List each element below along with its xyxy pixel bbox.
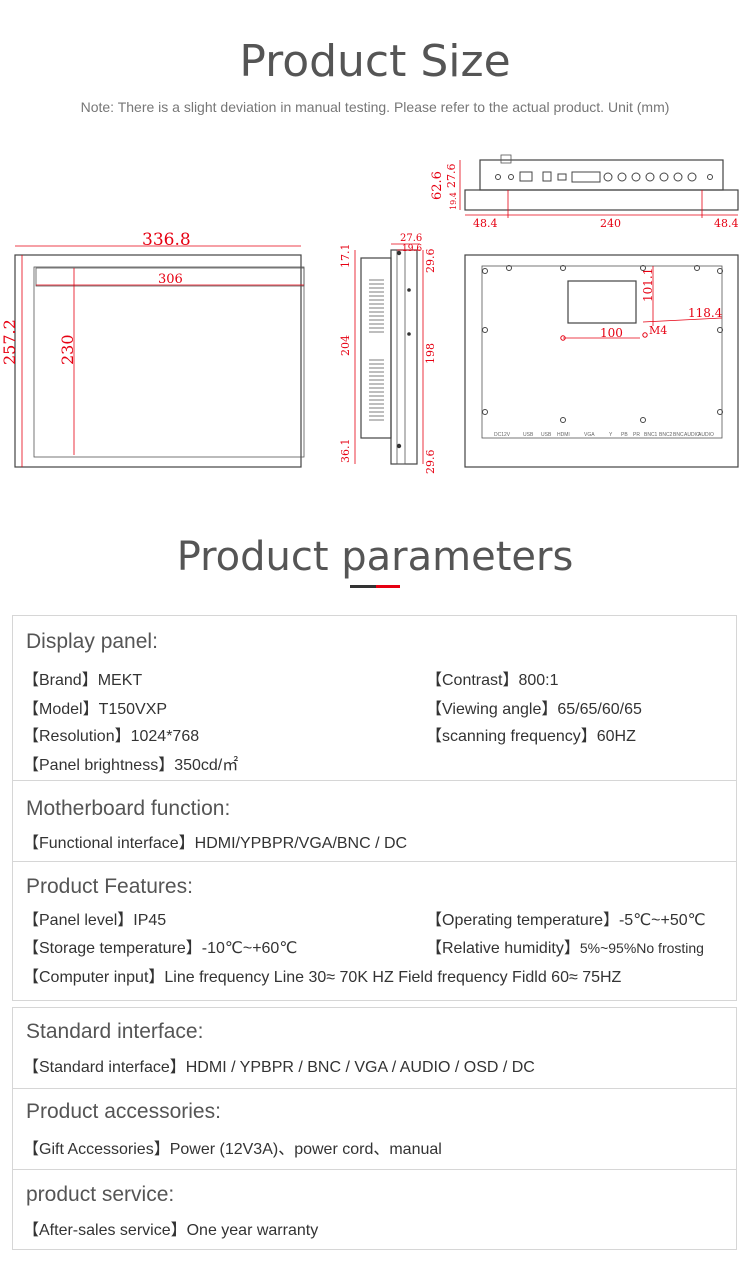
port-label-9: BNC2 [659, 432, 673, 438]
section-heading: product service: [26, 1183, 175, 1206]
dim-top-height-body: 27.6 [445, 164, 458, 189]
param-brightness: 【Panel brightness】350cd/㎡ [23, 757, 239, 774]
dim-top-height-total: 62.6 [430, 171, 445, 200]
section-product-accessories: Product accessories: 【Gift Accessories】P… [12, 1088, 737, 1170]
humidity-value: 5%~95%No frosting [579, 940, 704, 956]
dim-back-horizontal: 118.4 [688, 306, 723, 320]
dimension-drawings: 336.8 306 257.2 230 [0, 154, 739, 474]
dim-side-height-left: 204 [339, 335, 352, 356]
dim-depth-total: 27.6 [400, 233, 422, 244]
port-label-6: PB [621, 432, 628, 438]
dim-width-outer: 336.8 [142, 230, 191, 250]
underline-accent [376, 585, 400, 588]
dim-back-vertical: 101.1 [641, 268, 655, 302]
mount-hole-label: M4 [649, 324, 667, 337]
port-label-0: DC12V [494, 432, 511, 438]
section-heading: Standard interface: [26, 1020, 204, 1043]
param-resolution: 【Resolution】1024*768 [23, 728, 200, 745]
product-size-title: Product Size [239, 36, 511, 87]
section-heading: Product accessories: [26, 1100, 221, 1123]
port-label-2: USB [541, 432, 552, 438]
dim-side-height-right: 198 [424, 343, 437, 364]
param-functional-interface: 【Functional interface】HDMI/YPBPR/VGA/BNC… [23, 835, 408, 852]
param-standard-interface: 【Standard interface】HDMI / YPBPR / BNC /… [23, 1059, 535, 1076]
dim-width-inner: 306 [158, 272, 183, 287]
product-parameters-title: Product parameters [176, 534, 574, 580]
param-scanning-frequency: 【scanning frequency】60HZ [426, 728, 636, 745]
dim-top-height-bezel: 19.4 [449, 192, 458, 210]
param-brand: 【Brand】MEKT [23, 672, 143, 689]
section-display-panel: Display panel: 【Brand】MEKT 【Model】T150VX… [12, 615, 737, 781]
top-view-drawing: 48.4 240 48.4 62.6 27.6 19.4 [430, 154, 739, 230]
param-contrast: 【Contrast】800:1 [426, 672, 559, 689]
port-label-8: BNC1 [644, 432, 658, 438]
section-motherboard: Motherboard function: 【Functional interf… [12, 780, 737, 862]
measurement-note: Note: There is a slight deviation in man… [80, 99, 670, 115]
humidity-label: 【Relative humidity】 [426, 940, 580, 957]
param-computer-input: 【Computer input】Line frequency Line 30≈ … [23, 969, 622, 986]
side-view-drawing: 27.6 19.6 17.1 204 36.1 29.6 198 29.6 [339, 233, 437, 474]
param-operating-temperature: 【Operating temperature】-5℃~+50℃ [426, 912, 706, 929]
dim-height-inner: 230 [58, 334, 77, 365]
section-heading: Product Features: [26, 875, 193, 898]
dim-bottom-offset: 36.1 [339, 439, 352, 464]
param-panel-level: 【Panel level】IP45 [23, 912, 167, 929]
dim-top-offset: 17.1 [339, 244, 352, 269]
port-label-5: Y [609, 432, 613, 438]
dim-top-center: 240 [600, 217, 621, 230]
underline-dark [350, 585, 376, 588]
port-label-10: BNC [673, 432, 684, 438]
section-standard-interface: Standard interface: 【Standard interface】… [12, 1007, 737, 1089]
param-after-sales-service: 【After-sales service】One year warranty [23, 1222, 319, 1239]
back-view-drawing: 101.1 118.4 100 M4 DC12V USB USB HDMI VG… [464, 254, 739, 468]
port-label-12: AUDIO [698, 432, 714, 438]
param-gift-accessories: 【Gift Accessories】Power (12V3A)、power co… [23, 1141, 442, 1158]
port-label-1: USB [523, 432, 534, 438]
param-viewing-angle: 【Viewing angle】65/65/60/65 [426, 701, 642, 718]
param-relative-humidity: 【Relative humidity】5%~95%No frosting [426, 934, 704, 958]
param-storage-temperature: 【Storage temperature】-10℃~+60℃ [23, 940, 298, 957]
dim-depth-body: 19.6 [402, 244, 422, 254]
section-heading: Display panel: [26, 630, 158, 653]
title-underline [350, 585, 400, 588]
section-product-features: Product Features: 【Panel level】IP45 【Sto… [12, 861, 737, 1001]
dim-vesa-spacing: 100 [600, 326, 623, 340]
section-product-service: product service: 【After-sales service】On… [12, 1169, 737, 1250]
dim-top-right-offset: 29.6 [424, 249, 437, 274]
dim-top-right-margin: 48.4 [714, 217, 739, 230]
port-label-4: VGA [584, 432, 595, 438]
section-heading: Motherboard function: [26, 797, 231, 820]
port-label-3: HDMI [557, 432, 570, 438]
port-label-11: AUDIO [684, 432, 700, 438]
dim-bottom-right-offset: 29.6 [424, 450, 437, 475]
param-model: 【Model】T150VXP [23, 701, 168, 718]
port-label-7: PR [633, 432, 640, 438]
dim-top-left-margin: 48.4 [473, 217, 498, 230]
dim-height-outer: 257.2 [0, 319, 19, 365]
front-view-drawing: 336.8 306 257.2 230 [0, 230, 305, 468]
